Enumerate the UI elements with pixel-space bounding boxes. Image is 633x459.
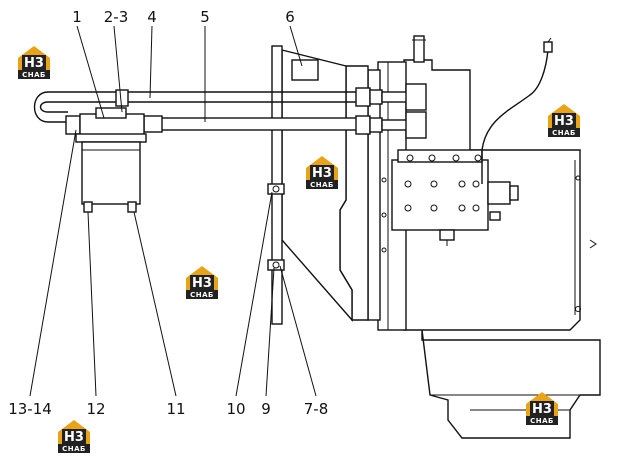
callout-5: 5	[200, 8, 210, 26]
callout-1: 1	[72, 8, 82, 26]
clamp-lower	[267, 259, 285, 271]
hose-5	[159, 117, 361, 131]
callout-10: 10	[226, 400, 245, 418]
callout-9: 9	[261, 400, 271, 418]
filter-canister	[81, 141, 141, 205]
callout-4: 4	[147, 8, 157, 26]
callout-2-3: 2-3	[104, 8, 129, 26]
clamp-upper	[267, 183, 285, 195]
svg-text:H3: H3	[532, 402, 552, 417]
svg-text:CHAБ: CHAБ	[22, 71, 46, 79]
svg-text:H3: H3	[192, 276, 212, 291]
svg-text:H3: H3	[64, 430, 84, 445]
callout-12: 12	[86, 400, 105, 418]
callout-11: 11	[166, 400, 185, 418]
filter-head	[75, 107, 147, 143]
svg-text:H3: H3	[312, 166, 332, 181]
svg-text:CHAБ: CHAБ	[530, 417, 554, 425]
svg-text:CHAБ: CHAБ	[190, 291, 214, 299]
svg-text:CHAБ: CHAБ	[62, 445, 86, 453]
svg-text:CHAБ: CHAБ	[552, 129, 576, 137]
transmission-housing	[403, 35, 601, 439]
svg-text:H3: H3	[24, 56, 44, 71]
svg-text:CHAБ: CHAБ	[310, 181, 334, 189]
leader-lines	[29, 25, 317, 397]
hose-4	[33, 91, 360, 123]
sensor-wire	[481, 37, 553, 184]
hose-fittings	[65, 83, 427, 139]
callout-13-14: 13-14	[8, 400, 52, 418]
callout-labels: 1 2-3 4 5 6 13-14 12 11 10 9 7-8	[8, 8, 328, 418]
control-valve-block	[391, 149, 519, 246]
callout-6: 6	[285, 8, 295, 26]
callout-7-8: 7-8	[304, 400, 329, 418]
svg-text:H3: H3	[554, 114, 574, 129]
